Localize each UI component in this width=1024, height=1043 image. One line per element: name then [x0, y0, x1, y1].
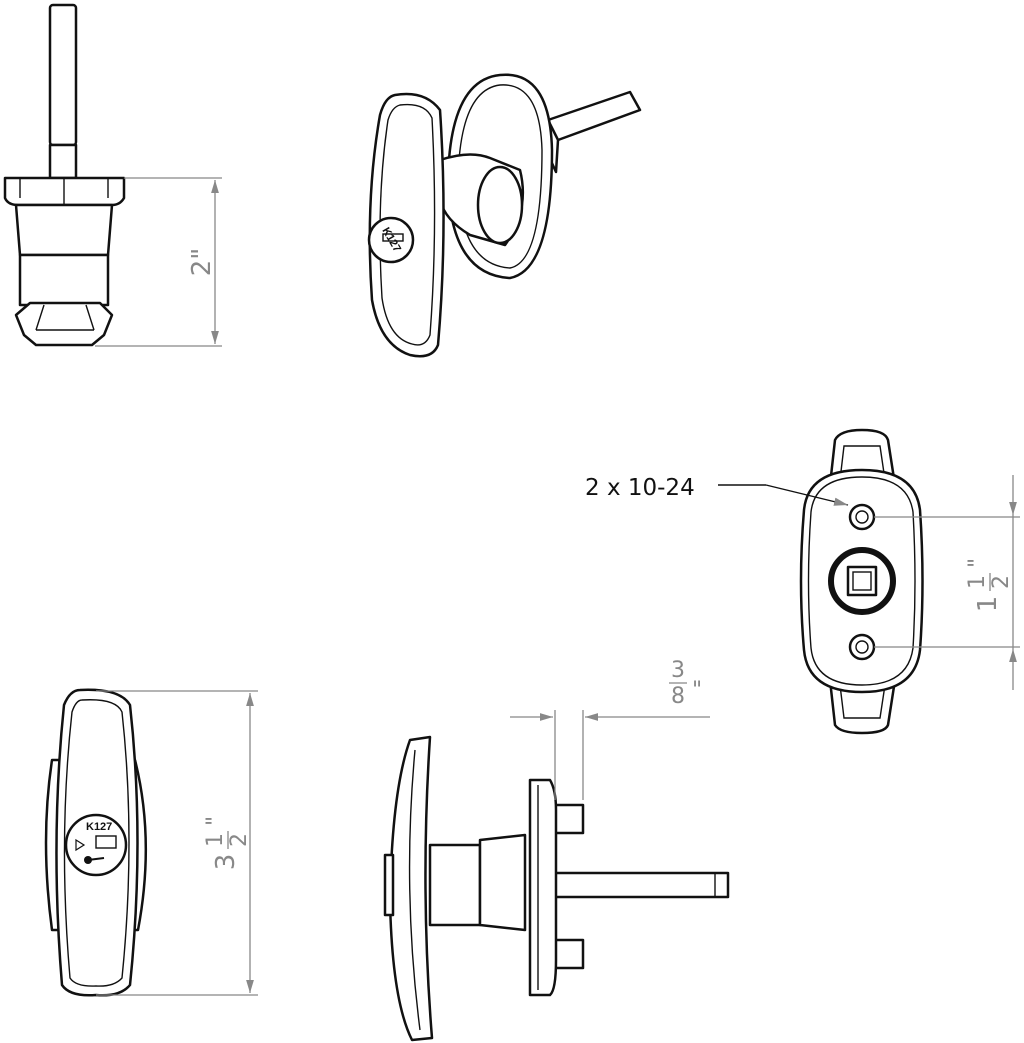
svg-text:": " [203, 816, 228, 826]
side-height-dimension: 2" [187, 248, 217, 277]
stud-spacing-dimension: 3 8 " [669, 658, 702, 709]
handle-length-dimension: 3 1 2 " [203, 816, 252, 870]
front-view: K127 3 1 2 " [44, 688, 258, 997]
screw-callout: 2 x 10-24 [585, 475, 695, 501]
svg-text:3: 3 [211, 854, 241, 871]
svg-text:": " [692, 678, 702, 703]
svg-text:8: 8 [671, 684, 685, 709]
front-key-code: K127 [86, 821, 112, 833]
svg-text:": " [965, 558, 990, 568]
svg-text:3: 3 [671, 658, 685, 683]
svg-text:2: 2 [227, 833, 252, 847]
svg-text:1: 1 [203, 833, 228, 847]
side-view: 2" [3, 3, 222, 347]
svg-text:1: 1 [965, 575, 990, 589]
svg-text:2: 2 [989, 575, 1014, 589]
back-view: 2 x 10-24 1 1 2 " [585, 428, 1020, 735]
hole-spacing-dimension: 1 1 2 " [965, 558, 1014, 612]
iso-view: K127 [367, 73, 642, 358]
profile-view: 3 8 " [383, 658, 730, 1042]
svg-text:1: 1 [973, 596, 1003, 613]
